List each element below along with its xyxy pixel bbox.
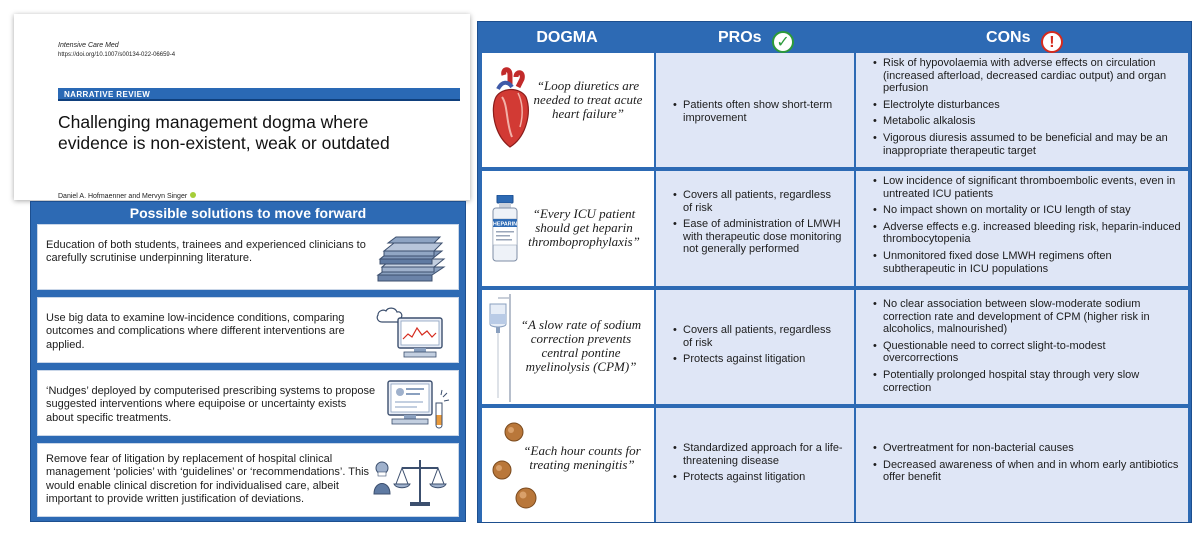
list-item: Electrolyte disturbances xyxy=(873,99,1181,112)
computer-cloud-icon xyxy=(376,307,443,358)
column-header-dogma: DOGMA xyxy=(536,29,598,46)
article-type-label: NARRATIVE REVIEW xyxy=(58,88,460,101)
table-row-cons: Overtreatment for non-bacterial causes D… xyxy=(856,408,1188,522)
solution-text: Education of both students, trainees and… xyxy=(46,239,366,265)
pros-list: Covers all patients, regardless of risk … xyxy=(673,189,843,260)
list-item: Low incidence of significant thromboembo… xyxy=(873,175,1181,200)
table-row-dogma: HEPARIN “Every ICU patient should get he… xyxy=(482,171,654,286)
solution-item: Education of both students, trainees and… xyxy=(37,224,459,290)
list-item: No clear association between slow-modera… xyxy=(873,298,1181,336)
pros-list: Covers all patients, regardless of risk … xyxy=(673,324,843,370)
list-item: Adverse effects e.g. increased bleeding … xyxy=(873,221,1181,246)
table-row-dogma: “A slow rate of sodium correction preven… xyxy=(482,290,654,404)
list-item: Unmonitored fixed dose LMWH regimens oft… xyxy=(873,250,1181,275)
list-item: Potentially prolonged hospital stay thro… xyxy=(873,369,1181,394)
list-item: Risk of hypovolaemia with adverse effect… xyxy=(873,57,1181,95)
books-icon xyxy=(376,236,446,282)
table-row-dogma: “Loop diuretics are needed to treat acut… xyxy=(482,53,654,167)
solution-text: ‘Nudges’ deployed by computerised prescr… xyxy=(46,385,376,424)
table-row-dogma: “Each hour counts for treating meningiti… xyxy=(482,408,654,522)
dogma-quote: “Every ICU patient should get heparin th… xyxy=(528,206,640,249)
warning-icon: ! xyxy=(1040,31,1063,53)
journal-name: Intensive Care Med xyxy=(58,42,119,49)
solution-item: Remove fear of litigation by replacement… xyxy=(37,443,459,517)
bacteria-icon xyxy=(492,422,537,509)
prescribing-computer-icon xyxy=(387,380,450,429)
dogma-quote: “Loop diuretics are needed to treat acut… xyxy=(533,78,643,121)
list-item: Covers all patients, regardless of risk xyxy=(673,324,843,349)
list-item: Vigorous diuresis assumed to be benefici… xyxy=(873,132,1181,157)
solutions-panel: Possible solutions to move forward Educa… xyxy=(30,201,466,522)
heparin-vial-icon: HEPARIN xyxy=(492,195,518,262)
doi-link[interactable]: https://doi.org/10.1007/s00134-022-06659… xyxy=(58,52,176,58)
iv-drip-icon xyxy=(489,294,511,402)
table-row-cons: No clear association between slow-modera… xyxy=(856,290,1188,404)
list-item: Covers all patients, regardless of risk xyxy=(673,189,843,214)
orcid-icon xyxy=(190,192,197,198)
list-item: Protects against litigation xyxy=(673,353,843,366)
heart-icon xyxy=(492,67,529,148)
cons-list: Risk of hypovolaemia with adverse effect… xyxy=(873,57,1181,161)
column-header-pros: PROs ✓ xyxy=(656,22,856,53)
column-header-cons: CONs ! xyxy=(856,22,1193,53)
table-row-pros: Standardized approach for a life-threate… xyxy=(656,408,854,522)
cons-list: Overtreatment for non-bacterial causes D… xyxy=(873,442,1181,488)
cons-list: No clear association between slow-modera… xyxy=(873,298,1181,398)
paper-title: Challenging management dogma where evide… xyxy=(58,112,390,153)
solution-text: Use big data to examine low-incidence co… xyxy=(46,312,345,351)
list-item: Protects against litigation xyxy=(673,471,845,484)
vial-label: HEPARIN xyxy=(493,222,517,228)
cons-list: Low incidence of significant thromboembo… xyxy=(873,175,1181,279)
list-item: No impact shown on mortality or ICU leng… xyxy=(873,204,1181,217)
table-row-pros: Patients often show short-term improveme… xyxy=(656,53,854,167)
check-icon: ✓ xyxy=(772,31,795,53)
list-item: Questionable need to correct slight-to-m… xyxy=(873,340,1181,365)
solution-item: Use big data to examine low-incidence co… xyxy=(37,297,459,363)
dogma-quote: “A slow rate of sodium correction preven… xyxy=(520,317,642,374)
solution-item: ‘Nudges’ deployed by computerised prescr… xyxy=(37,370,459,436)
table-row-cons: Low incidence of significant thromboembo… xyxy=(856,171,1188,286)
scales-of-justice-icon xyxy=(373,460,447,506)
paper-authors: Daniel A. Hofmaenner and Mervyn Singer xyxy=(58,192,198,200)
table-row-pros: Covers all patients, regardless of risk … xyxy=(656,171,854,286)
list-item: Standardized approach for a life-threate… xyxy=(673,442,845,467)
author-names: Daniel A. Hofmaenner and Mervyn Singer xyxy=(58,193,188,200)
paper-header: Intensive Care Med https://doi.org/10.10… xyxy=(14,14,470,200)
pros-list: Standardized approach for a life-threate… xyxy=(673,442,845,488)
dogma-table: DOGMA PROs ✓ CONs ! “Loop diuretics are … xyxy=(477,21,1192,523)
dogma-quote: “Each hour counts for treating meningiti… xyxy=(523,443,641,472)
solutions-header: Possible solutions to move forward xyxy=(129,205,367,221)
list-item: Ease of administration of LMWH with ther… xyxy=(673,218,843,256)
list-item: Metabolic alkalosis xyxy=(873,115,1181,128)
list-item: Decreased awareness of when and in whom … xyxy=(873,459,1181,484)
list-item: Patients often show short-term improveme… xyxy=(673,99,843,124)
solution-text: Remove fear of litigation by replacement… xyxy=(46,453,370,505)
table-row-pros: Covers all patients, regardless of risk … xyxy=(656,290,854,404)
table-row-cons: Risk of hypovolaemia with adverse effect… xyxy=(856,53,1188,167)
list-item: Overtreatment for non-bacterial causes xyxy=(873,442,1181,455)
pros-list: Patients often show short-term improveme… xyxy=(673,99,843,128)
